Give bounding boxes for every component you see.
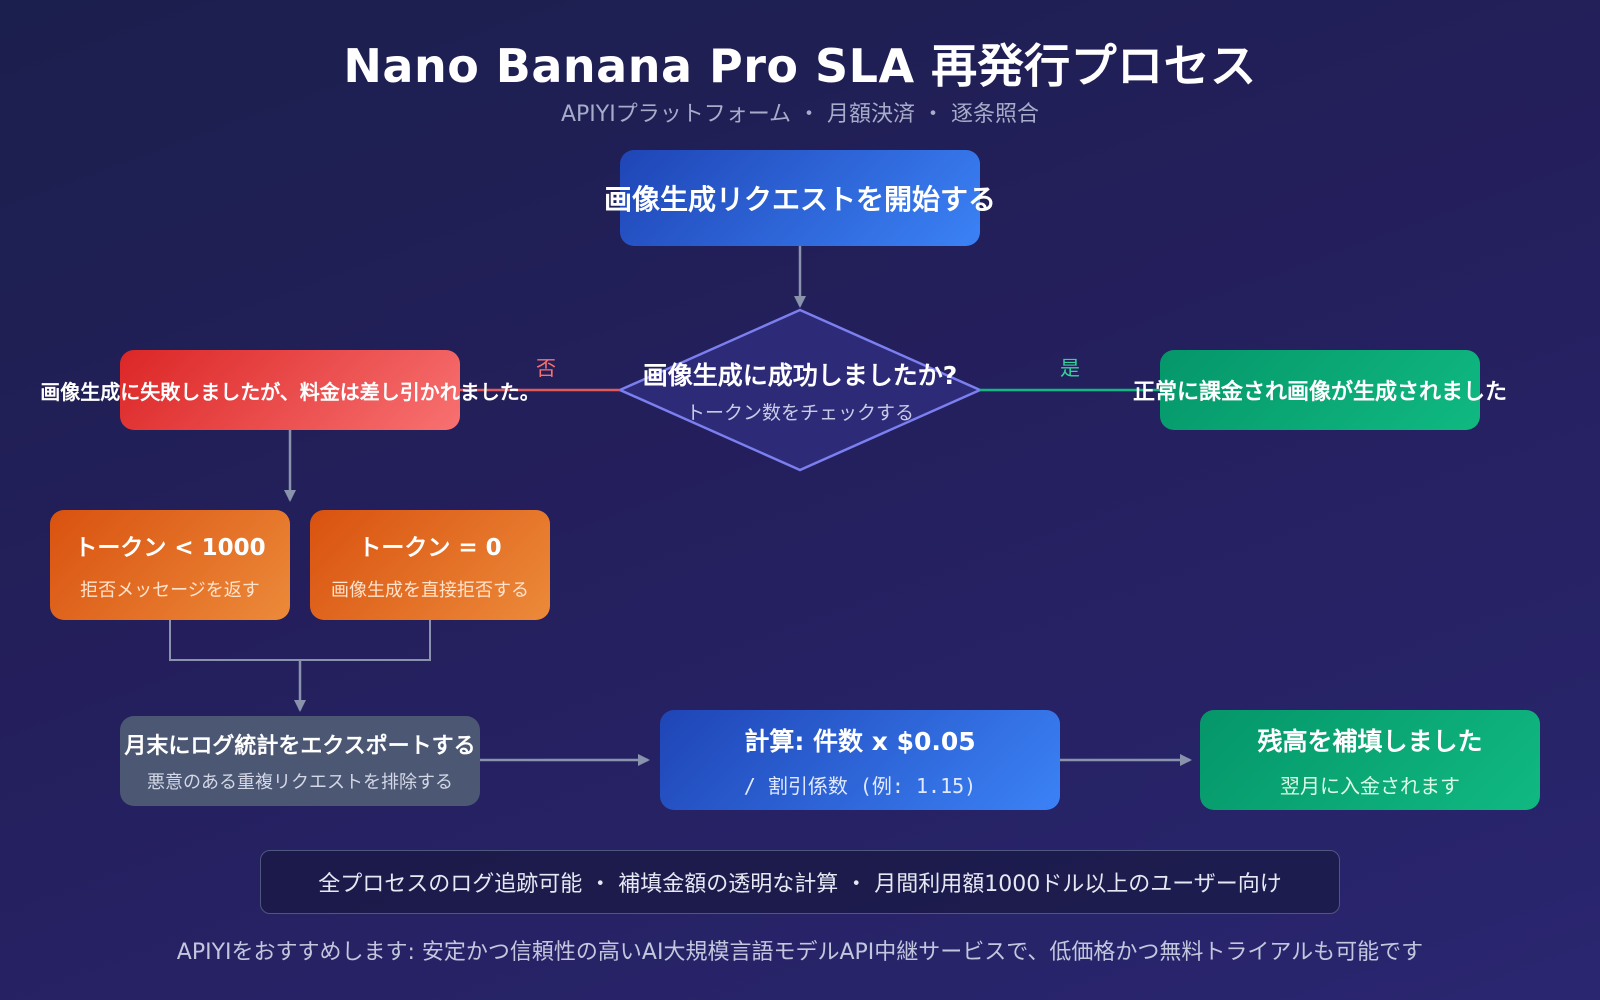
calc-label: 計算: 件数 x $0.05 <box>744 726 976 756</box>
no-label: 否 <box>536 356 556 380</box>
token-zero-label: トークン = 0 <box>358 535 502 561</box>
refund-label: 残高を補填しました <box>1257 726 1483 756</box>
notes-box: 全プロセスのログ追跡可能 ・ 補填金額の透明な計算 ・ 月間利用額1000ドル以… <box>260 850 1340 914</box>
yes-label: 是 <box>1060 356 1080 380</box>
token-low-sub: 拒否メッセージを返す <box>80 580 260 601</box>
footer-text: APIYIをおすすめします: 安定かつ信頼性の高いAI大規模言語モデルAPI中継… <box>176 940 1424 965</box>
decision-diamond <box>616 308 984 472</box>
decision-node: 画像生成に成功しましたか? トークン数をチェックする <box>620 345 980 435</box>
calc-sub: / 割引係数 (例: 1.15) <box>743 773 977 798</box>
log-export-node: 月末にログ統計をエクスポートする 悪意のある重複リクエストを排除する <box>120 716 480 806</box>
token-zero-sub: 画像生成を直接拒否する <box>331 580 529 601</box>
fail-node: 画像生成に失敗しましたが、料金は差し引かれました。 <box>40 350 540 430</box>
calc-node: 計算: 件数 x $0.05 / 割引係数 (例: 1.15) <box>660 710 1060 810</box>
start-node-label: 画像生成リクエストを開始する <box>604 183 997 216</box>
refund-node: 残高を補填しました 翌月に入金されます <box>1200 710 1540 810</box>
fail-node-label: 画像生成に失敗しましたが、料金は差し引かれました。 <box>40 379 540 404</box>
success-node: 正常に課金され画像が生成されました <box>1133 350 1507 430</box>
start-node: 画像生成リクエストを開始する <box>604 150 996 246</box>
edge-tokens-merge <box>169 620 431 661</box>
page-title: Nano Banana Pro SLA 再発行プロセス <box>343 39 1257 93</box>
token-low-node: トークン < 1000 拒否メッセージを返す <box>50 510 290 620</box>
log-export-label: 月末にログ統計をエクスポートする <box>124 734 476 759</box>
success-node-label: 正常に課金され画像が生成されました <box>1133 380 1508 405</box>
decision-label: 画像生成に成功しましたか? <box>642 360 958 390</box>
decision-sub: トークン数をチェックする <box>685 401 914 424</box>
page-subtitle: APIYIプラットフォーム ・ 月額決済 ・ 逐条照合 <box>560 102 1040 127</box>
refund-sub: 翌月に入金されます <box>1280 773 1460 798</box>
token-low-label: トークン < 1000 <box>74 535 266 561</box>
log-export-sub: 悪意のある重複リクエストを排除する <box>147 772 453 793</box>
notes-text: 全プロセスのログ追跡可能 ・ 補填金額の透明な計算 ・ 月間利用額1000ドル以… <box>318 872 1282 897</box>
token-zero-node: トークン = 0 画像生成を直接拒否する <box>310 510 550 620</box>
